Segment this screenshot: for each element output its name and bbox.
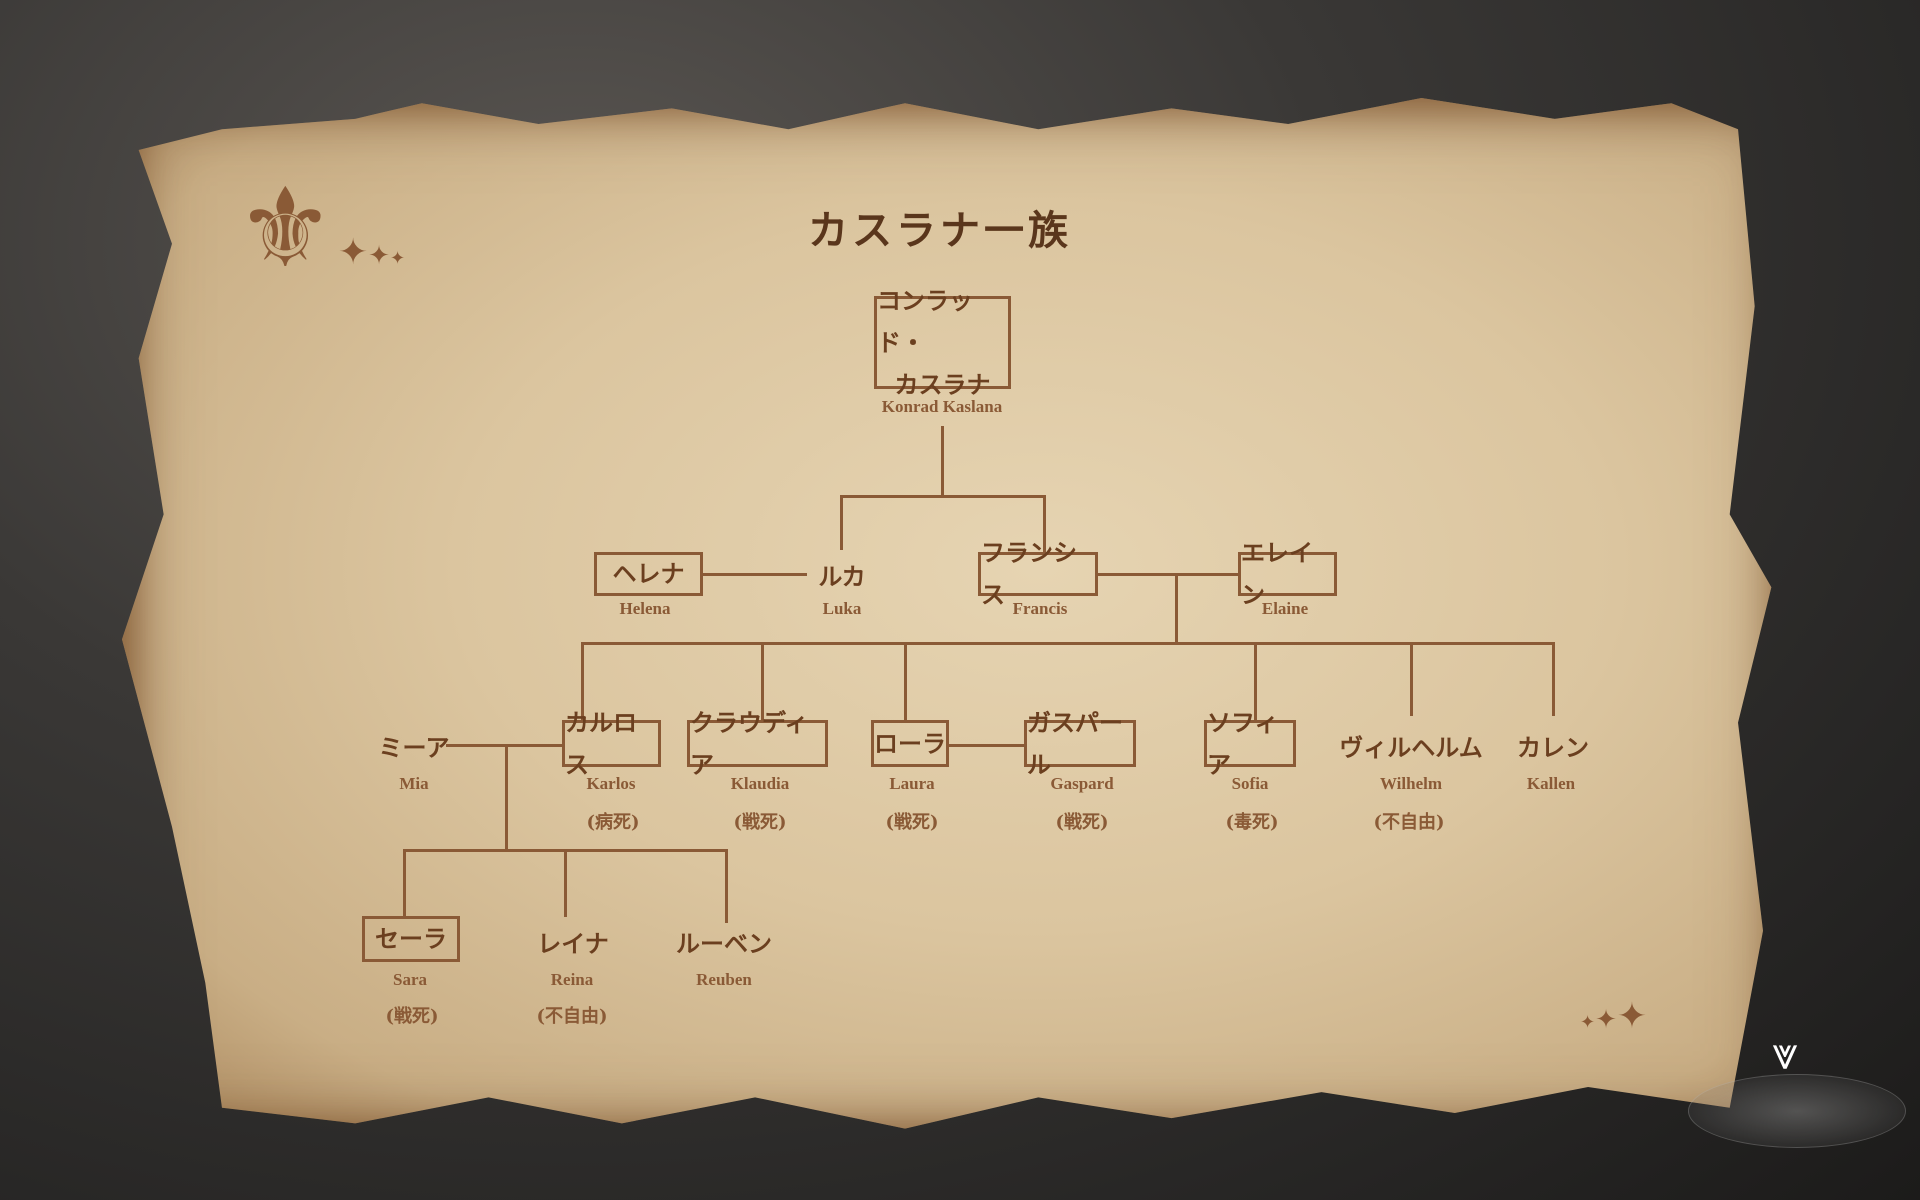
tree-line <box>1175 573 1178 644</box>
node-elaine: エレイン <box>1238 538 1337 609</box>
node-english-name: Francis <box>1012 599 1068 618</box>
node-note: (戦死) <box>733 812 787 833</box>
tree-line <box>1254 642 1257 720</box>
node-note: (不自由) <box>1373 812 1445 833</box>
node-note: (戦死) <box>385 1006 439 1027</box>
chevron-down-icon[interactable]: ⩔ <box>1772 1026 1798 1080</box>
node-english-name: Reuben <box>696 970 752 989</box>
node-mia: ミーア <box>378 733 450 762</box>
node-sara: セーラ <box>362 916 460 962</box>
tree-line <box>840 495 1046 498</box>
tree-line <box>904 642 907 720</box>
node-name: エレイン <box>1241 538 1313 609</box>
node-konrad: コンラッド・ カスラナ <box>874 286 1011 399</box>
parchment-scroll <box>122 98 1772 1129</box>
node-english-name: Kallen <box>1526 774 1576 793</box>
tree-line <box>703 573 807 576</box>
next-page-button[interactable] <box>1688 1074 1906 1148</box>
node-reina: レイナ <box>537 929 609 958</box>
node-gaspard: ガスパール <box>1024 708 1136 779</box>
node-name: フランシス <box>981 538 1077 609</box>
tree-line <box>1552 642 1555 716</box>
node-note: (病死) <box>586 812 640 833</box>
node-english-name: Gaspard <box>1050 774 1114 793</box>
tree-line <box>505 744 508 850</box>
node-english-name: Helena <box>619 599 671 618</box>
node-note: (戦死) <box>1055 812 1109 833</box>
node-name: ソフィア <box>1207 707 1279 779</box>
tree-line <box>941 426 944 497</box>
node-name: カルロス <box>565 707 637 779</box>
node-name: ローラ <box>874 728 946 758</box>
node-klaudia: クラウディア <box>687 708 828 779</box>
tree-line <box>1043 495 1046 553</box>
tree-line <box>949 744 1024 747</box>
node-english-name: Sofia <box>1231 774 1269 793</box>
node-english-name: Mia <box>399 774 429 793</box>
tree-line <box>1410 642 1413 716</box>
node-english-name: Karlos <box>586 774 636 793</box>
diamonds-icon: ✦✦✦ <box>338 232 406 273</box>
node-english-name: Klaudia <box>730 774 790 793</box>
tree-line <box>564 849 567 917</box>
node-note: (不自由) <box>536 1006 608 1027</box>
tree-line <box>446 744 562 747</box>
node-luka: ルカ <box>818 562 866 591</box>
tree-line <box>840 495 843 550</box>
node-helena: ヘレナ <box>594 552 703 596</box>
tree-line <box>581 642 1555 645</box>
node-karlos: カルロス <box>562 708 661 779</box>
node-kallen: カレン <box>1517 733 1589 762</box>
node-english-name: Reina <box>550 970 594 989</box>
node-english-name: Elaine <box>1261 599 1309 618</box>
node-english-name: Wilhelm <box>1379 774 1443 793</box>
node-english-name: Konrad Kaslana <box>881 397 1003 416</box>
fleur-de-lis-icon: ⚜ <box>236 164 335 292</box>
node-note: (戦死) <box>885 812 939 833</box>
node-wilhelm: ヴィルヘルム <box>1339 733 1483 762</box>
tree-line <box>761 642 764 720</box>
node-english-name: Sara <box>393 970 427 989</box>
diamonds-icon: ✦✦✦ <box>1580 996 1648 1037</box>
node-sofia: ソフィア <box>1204 708 1296 779</box>
tree-line <box>1098 573 1238 576</box>
node-name: クラウディア <box>690 707 809 779</box>
node-name: コンラッド・ <box>877 285 973 357</box>
tree-line <box>725 849 728 923</box>
node-note: (毒死) <box>1225 812 1279 833</box>
node-francis: フランシス <box>978 538 1098 609</box>
node-name: カスラナ <box>894 369 991 399</box>
page-title: カスラナ一族 <box>808 207 1072 254</box>
node-laura: ローラ <box>871 720 949 767</box>
tree-line <box>581 642 584 720</box>
node-name: ガスパール <box>1027 707 1123 779</box>
tree-line <box>403 849 406 917</box>
node-english-name: Luka <box>822 599 862 618</box>
node-name: セーラ <box>375 924 447 953</box>
node-reuben: ルーベン <box>676 929 772 958</box>
node-name: ヘレナ <box>612 559 685 588</box>
node-english-name: Laura <box>889 774 935 793</box>
